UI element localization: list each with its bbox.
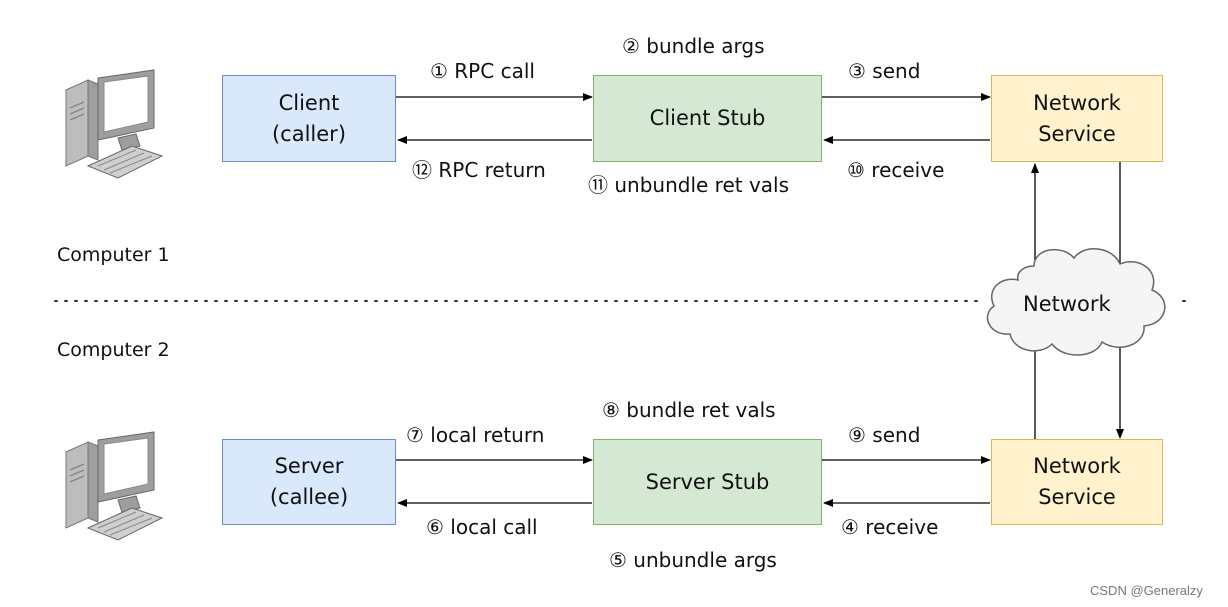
network-service-top-box: Network Service	[991, 75, 1163, 162]
step-unbundle-ret-vals: ⑪ unbundle ret vals	[588, 173, 790, 197]
network-service-top-line1: Network	[1033, 90, 1121, 115]
client-box-line2: (caller)	[271, 121, 347, 146]
step-send-top: ③ send	[848, 59, 921, 83]
computer-icon	[65, 69, 164, 179]
server-box-line2: (callee)	[269, 485, 349, 509]
network-label: Network	[1023, 292, 1111, 316]
step-receive-bottom: ④ receive	[841, 515, 939, 539]
cloud-icon	[986, 248, 1166, 356]
computer-2-label: Computer 2	[57, 339, 170, 361]
computer-1-label: Computer 1	[57, 244, 170, 266]
server-box-line1: Server	[274, 454, 344, 478]
step-local-call: ⑥ local call	[426, 515, 538, 539]
watermark: CSDN @Generalzy	[1090, 583, 1203, 598]
step-rpc-call: ① RPC call	[430, 59, 535, 83]
step-bundle-args: ② bundle args	[622, 34, 765, 58]
client-box: Client (caller)	[222, 75, 396, 162]
step-unbundle-args: ⑤ unbundle args	[609, 548, 777, 572]
network-service-bottom-line2: Service	[1038, 485, 1116, 509]
step-receive-top: ⑩ receive	[847, 158, 945, 182]
server-stub-box: Server Stub	[593, 439, 822, 525]
step-rpc-return: ⑫ RPC return	[412, 158, 546, 182]
network-service-bottom-box: Network Service	[991, 439, 1163, 525]
client-stub-label: Client Stub	[649, 106, 766, 130]
server-stub-label: Server Stub	[645, 469, 770, 494]
network-service-top-line2: Service	[1038, 121, 1116, 146]
step-bundle-ret-vals: ⑧ bundle ret vals	[602, 398, 776, 422]
step-local-return: ⑦ local return	[406, 423, 545, 447]
client-stub-box: Client Stub	[593, 75, 822, 162]
step-send-bottom: ⑨ send	[848, 423, 921, 447]
server-box: Server (callee)	[222, 439, 396, 525]
client-box-line1: Client	[278, 90, 340, 115]
network-service-bottom-line1: Network	[1033, 454, 1121, 478]
computer-icon	[65, 431, 164, 541]
